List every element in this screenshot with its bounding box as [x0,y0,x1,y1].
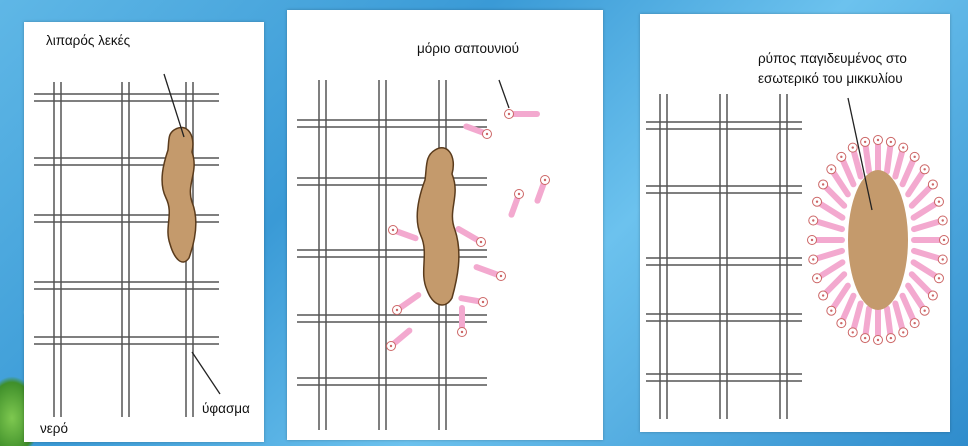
soap-molecule [914,236,949,245]
stain-pointer-line [164,74,184,137]
panel-grease-stain: λιπαρός λεκές ύφασμα νερό [24,22,264,442]
label-water: νερό [40,420,68,437]
label-fabric: ύφασμα [202,400,250,417]
soap-molecule [809,216,842,229]
soap-molecule [505,110,538,119]
grease-stain [417,148,459,305]
soap-molecule [809,251,842,264]
panel-micelle: ρύπος παγιδευμένος στο εσωτερικό του μικ… [640,14,950,432]
soap-molecule [393,295,419,314]
soap-molecule [874,136,883,171]
soap-molecule [477,267,506,280]
soap-molecule [914,251,947,264]
soap-molecule [914,216,947,229]
soap-molecule [389,226,416,239]
grease-stain [162,127,196,262]
label-trapped-dirt-line2: εσωτερικό του μικκυλίου [758,70,903,87]
trapped-dirt [848,170,908,310]
panel-soap-molecules: μόριο σαπουνιού [287,10,603,440]
soap-molecule [886,308,895,342]
soap-molecule [886,137,895,171]
soap-molecule [387,331,410,351]
soap-molecule [511,190,523,215]
soap-molecule [861,308,870,342]
label-trapped-dirt-line1: ρύπος παγιδευμένος στο [758,50,907,67]
soap-molecule [874,310,883,345]
soap-molecule [537,176,549,201]
micelle [808,136,949,345]
soap-molecule [861,137,870,171]
soap-molecule [461,298,487,307]
soap-molecule [458,229,485,247]
fabric-threads [646,94,802,419]
fabric-pointer-line [192,352,220,394]
fabric-diagram-2 [287,10,603,440]
label-soap-molecule: μόριο σαπουνιού [417,40,519,57]
soap-molecule [808,236,843,245]
soap-molecule [466,126,491,138]
label-grease-stain: λιπαρός λεκές [46,32,130,49]
fabric-diagram-1 [24,22,264,442]
soap-pointer-line [499,80,509,108]
